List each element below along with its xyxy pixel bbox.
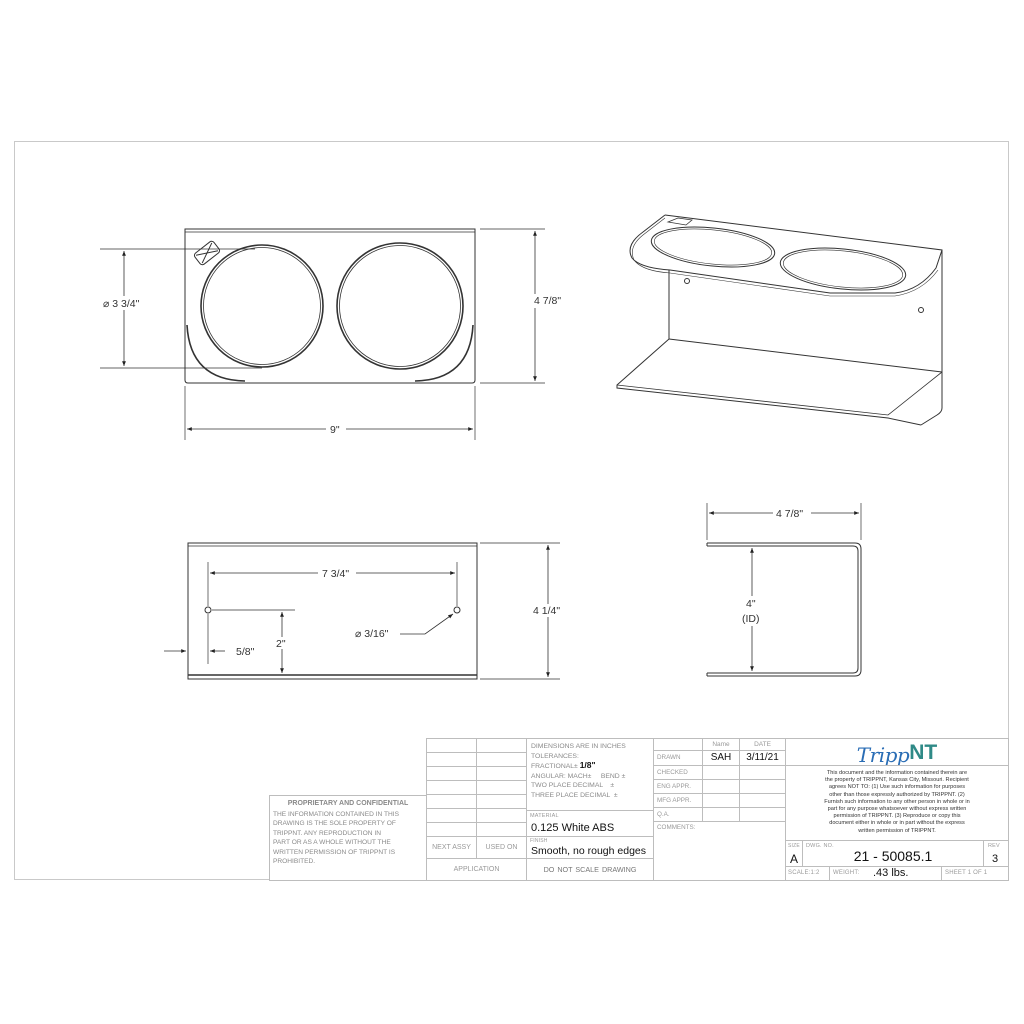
- do-not-scale-box: DO NOT SCALE DRAWING: [526, 858, 654, 881]
- tolerances-box: DIMENSIONS ARE IN INCHES TOLERANCES: FRA…: [526, 738, 654, 811]
- dwg-no-label: DWG. NO.: [806, 843, 834, 849]
- inner-height-note: (ID): [742, 613, 760, 625]
- scale-label: SCALE:1:2: [788, 870, 820, 876]
- two-place-tolerance: TWO PLACE DECIMAL ±: [531, 782, 615, 790]
- size-box: SIZE A: [785, 840, 803, 867]
- proprietary-notice-box: PROPRIETARY AND CONFIDENTIAL THE INFORMA…: [269, 795, 427, 881]
- drawing-number-box: DWG. NO. 21 - 50085.1: [802, 840, 984, 867]
- proprietary-line: DRAWING IS THE SOLE PROPERTY OF: [273, 820, 396, 828]
- approval-row-label: Q.A.: [653, 807, 703, 822]
- application-label: APPLICATION: [426, 858, 527, 881]
- mount-hole-right: [453, 606, 461, 614]
- approval-row-label: DRAWN: [653, 750, 703, 766]
- side-view: [706, 503, 862, 677]
- logo-bold: NT: [909, 741, 938, 764]
- hole-height-label: 2": [276, 638, 286, 650]
- hole-diameter-label: ⌀ 3/16": [355, 628, 389, 640]
- weight-box: WEIGHT: .43 lbs.: [829, 866, 942, 881]
- ownership-notice: This document and the information contai…: [785, 765, 1009, 841]
- angular-tolerance: ANGULAR: MACH± BEND ±: [531, 772, 626, 780]
- mount-hole-left: [204, 606, 212, 614]
- do-not-scale-label: DO NOT SCALE DRAWING: [543, 865, 637, 874]
- fractional-label: FRACTIONAL±: [531, 763, 578, 771]
- weight-value: .43 lbs.: [873, 867, 909, 879]
- used-on-label: USED ON: [476, 836, 527, 859]
- rev-label: REV: [988, 843, 1000, 849]
- scale-box: SCALE:1:2: [785, 866, 830, 881]
- front-view: [164, 542, 560, 680]
- tolerance-units: DIMENSIONS ARE IN INCHES: [531, 743, 626, 750]
- three-place-tolerance: THREE PLACE DECIMAL ±: [531, 791, 618, 799]
- proprietary-title: PROPRIETARY AND CONFIDENTIAL: [287, 800, 409, 807]
- drawn-by-name: SAH: [702, 750, 740, 766]
- drawn-date: 3/11/21: [739, 750, 786, 766]
- top-height-dimension-label: 4 7/8": [534, 295, 561, 307]
- approval-row-label: CHECKED: [653, 765, 703, 780]
- revision-value: 3: [992, 853, 999, 865]
- size-label: SIZE: [788, 843, 800, 849]
- drawing-number: 21 - 50085.1: [853, 848, 933, 864]
- proprietary-line: THE INFORMATION CONTAINED IN THIS: [273, 811, 400, 818]
- proprietary-line: TRIPPNT. ANY REPRODUCTION IN: [273, 829, 381, 837]
- material-label: MATERIAL: [530, 813, 559, 819]
- finish-value: Smooth, no rough edges: [531, 845, 646, 857]
- tolerance-heading: TOLERANCES:: [531, 752, 579, 760]
- finish-box: FINISH Smooth, no rough edges: [526, 836, 654, 859]
- overall-height-label: 4 1/4": [533, 605, 560, 617]
- sheet-label: SHEET 1 OF 1: [945, 870, 988, 876]
- approval-row-label: MFG APPR.: [653, 793, 703, 808]
- logo-script: Tripp: [856, 743, 910, 767]
- width-dimension-label: 9": [330, 424, 340, 436]
- isometric-view: [616, 214, 943, 426]
- ownership-notice-text: This document and the information contai…: [824, 770, 970, 834]
- sheet-box: SHEET 1 OF 1: [941, 866, 1009, 881]
- edge-offset-label: 5/8": [236, 646, 255, 658]
- approval-row-label: ENG APPR.: [653, 779, 703, 794]
- proprietary-line: WRITTEN PERMISSION OF TRIPPNT IS: [273, 848, 396, 856]
- logo-tab-icon: [193, 240, 221, 266]
- company-logo: TrippNT: [857, 741, 937, 767]
- top-view: [100, 228, 545, 440]
- company-logo-box: TrippNT: [785, 738, 1009, 767]
- finish-label: FINISH: [530, 838, 548, 844]
- diameter-dimension-label: ⌀ 3 3/4": [103, 298, 140, 310]
- size-value: A: [790, 852, 799, 866]
- inner-height-label: 4": [746, 598, 756, 610]
- next-assy-label: NEXT ASSY: [426, 836, 477, 859]
- revision-box: REV 3: [983, 840, 1009, 867]
- side-depth-label: 4 7/8": [776, 508, 803, 520]
- proprietary-line: PROHIBITED.: [273, 858, 316, 866]
- hole-spacing-label: 7 3/4": [322, 568, 349, 580]
- weight-label: WEIGHT:: [833, 870, 860, 876]
- comments-box: COMMENTS:: [653, 821, 786, 881]
- comments-label: COMMENTS:: [657, 824, 696, 831]
- material-box: MATERIAL 0.125 White ABS: [526, 810, 654, 837]
- material-value: 0.125 White ABS: [531, 822, 615, 834]
- proprietary-line: PART OR AS A WHOLE WITHOUT THE: [273, 839, 391, 847]
- fractional-value: 1/8": [579, 760, 596, 771]
